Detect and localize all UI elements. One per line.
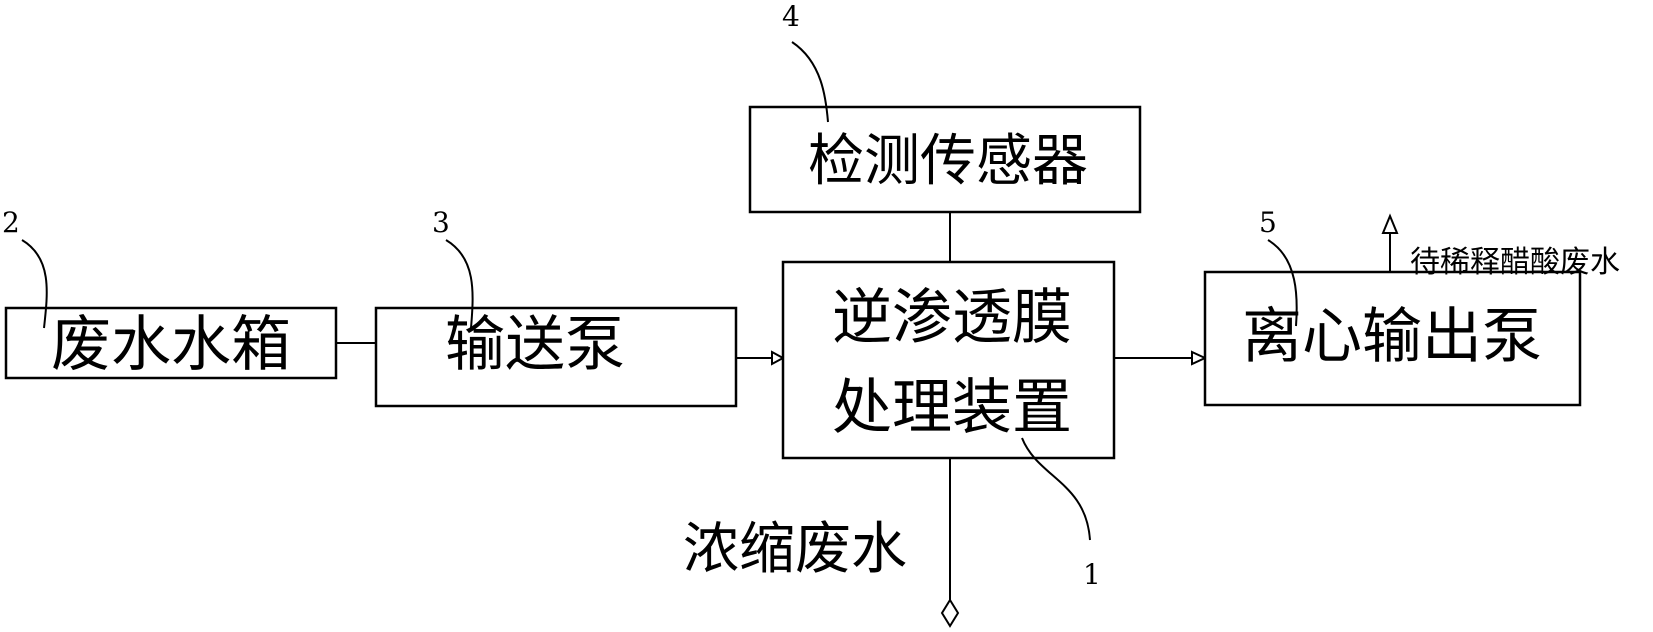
dilute-output-label: 待稀释醋酸废水: [1410, 245, 1620, 280]
arrow-into-output-pump: [1191, 350, 1208, 366]
leader-5: [1267, 239, 1298, 327]
ro-device-box: [781, 260, 1116, 460]
waste-tank-box: [4, 306, 338, 380]
sensor-label: 检测传感器: [808, 129, 1088, 194]
ro-device-label-line2: 处理装置: [832, 373, 1072, 443]
feed-pump-label: 输送泵: [445, 310, 625, 380]
leader-3: [445, 239, 474, 329]
concentrate-label: 浓缩废水: [683, 517, 907, 582]
leader-4: [791, 41, 829, 123]
ref-number-2: 2: [2, 206, 20, 239]
ref-number-4: 4: [782, 0, 800, 33]
ref-number-1: 1: [1083, 558, 1101, 591]
arrow-into-ro: [771, 350, 786, 366]
waste-tank-label: 废水水箱: [51, 310, 291, 380]
sensor-box: [748, 105, 1142, 214]
arrow-output-up: [1381, 213, 1399, 234]
ref-number-5: 5: [1259, 206, 1277, 239]
leader-2: [21, 239, 48, 329]
output-pump-label: 离心输出泵: [1242, 302, 1542, 372]
output-pump-box: [1203, 270, 1582, 407]
feed-pump-box: [374, 306, 738, 408]
arrow-concentrate-down: [940, 598, 960, 628]
leader-1: [1021, 437, 1091, 541]
ro-device-label-line1: 逆渗透膜: [832, 283, 1072, 353]
ref-number-3: 3: [432, 206, 450, 239]
